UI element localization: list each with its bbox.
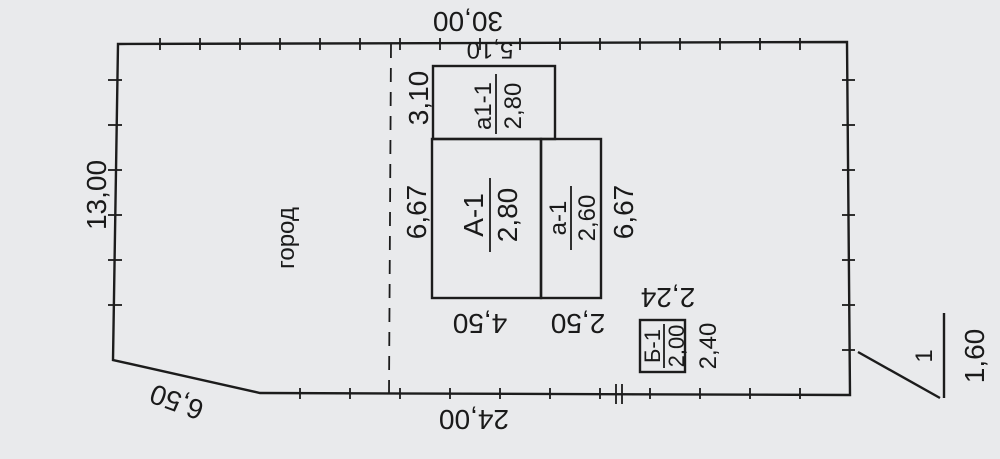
dim-A-1-width: 4,50 bbox=[453, 308, 508, 339]
a1-1-name: а1-1 bbox=[470, 82, 497, 130]
a-1-name: а-1 bbox=[545, 201, 572, 236]
dim-bottom: 24,00 bbox=[439, 404, 509, 435]
dim-a1-1-width: 5,10 bbox=[467, 36, 514, 63]
building-a-1 bbox=[539, 137, 603, 300]
scale-denominator: 1,60 bbox=[959, 329, 990, 384]
B-1-name: Б-1 bbox=[640, 329, 665, 363]
dim-a-1-width: 2,50 bbox=[551, 308, 606, 339]
A-1-name: А-1 bbox=[458, 193, 489, 237]
dim-A-1-length: 6,67 bbox=[401, 185, 432, 240]
a-1-height: 2,60 bbox=[574, 195, 601, 242]
dashed-division-line bbox=[388, 43, 392, 394]
scale-numerator: 1 bbox=[911, 349, 938, 362]
dim-top: 30,00 bbox=[433, 6, 503, 37]
B-1-height: 2,00 bbox=[664, 325, 689, 368]
a1-1-height: 2,80 bbox=[500, 83, 527, 130]
dim-a-1-length: 6,67 bbox=[608, 185, 639, 240]
plot-boundary bbox=[111, 40, 852, 397]
boundary-ticks bbox=[108, 38, 855, 399]
dim-a1-1-length: 3,10 bbox=[403, 71, 434, 126]
dim-bottom-left: 6,50 bbox=[146, 378, 208, 426]
garden-label: город bbox=[273, 207, 300, 269]
dim-B-1-width: 2,40 bbox=[695, 323, 722, 370]
A-1-height: 2,80 bbox=[492, 188, 523, 243]
dim-left: 13,00 bbox=[81, 160, 112, 230]
building-B-1 bbox=[638, 318, 687, 374]
dim-B-1-length: 2,24 bbox=[641, 282, 696, 313]
scale-slash bbox=[857, 350, 941, 400]
